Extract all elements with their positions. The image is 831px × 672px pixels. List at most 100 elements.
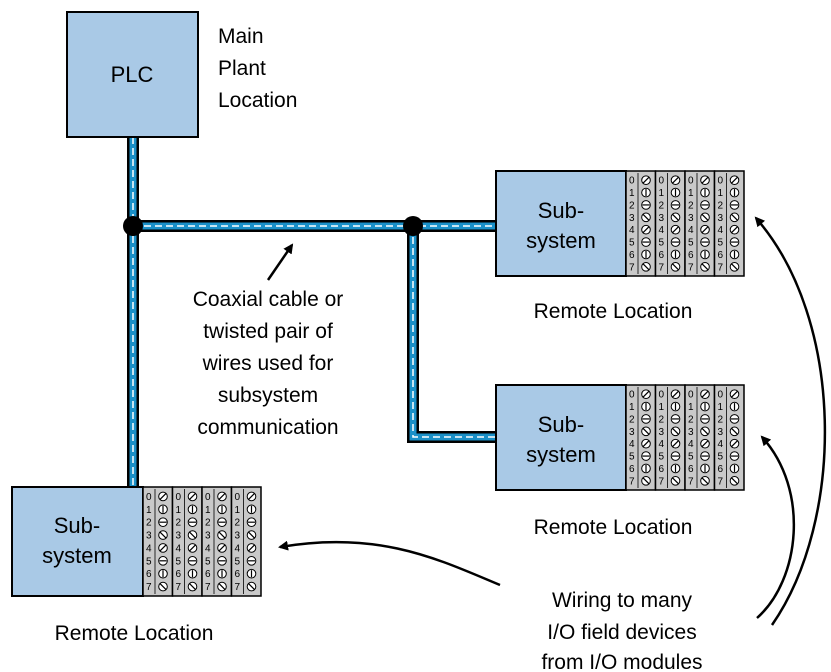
cable-note-line: Coaxial cable or xyxy=(193,288,344,311)
remote-location-caption: Remote Location xyxy=(534,516,693,539)
terminal-number: 5 xyxy=(146,556,152,567)
terminal-number: 2 xyxy=(688,414,694,425)
terminal-number: 7 xyxy=(176,582,182,593)
terminal-screw-slot xyxy=(642,440,650,448)
terminal-number: 1 xyxy=(688,402,694,413)
terminal-screw-slot xyxy=(701,263,709,271)
terminal-number: 4 xyxy=(659,225,665,236)
terminal-screw-slot xyxy=(248,544,255,552)
terminal-number: 4 xyxy=(718,439,724,450)
terminal-number: 0 xyxy=(235,492,241,503)
terminal-number: 1 xyxy=(659,188,665,199)
terminal-number: 5 xyxy=(718,238,724,249)
terminal-screw-slot xyxy=(248,493,255,500)
terminal-screw-slot xyxy=(701,440,709,448)
terminal-screw-slot xyxy=(701,226,709,234)
terminal-screw-slot xyxy=(701,176,709,184)
terminal-number: 5 xyxy=(176,556,182,567)
terminal-number: 7 xyxy=(718,476,724,487)
io-module-body xyxy=(684,384,716,491)
plc-location-line: Main xyxy=(218,25,264,48)
wiring-arrow-to-upper-right xyxy=(754,216,827,626)
terminal-number: 3 xyxy=(718,213,724,224)
terminal-screw-slot xyxy=(218,544,226,552)
terminal-number: 3 xyxy=(629,213,635,224)
wiring-note: Wiring to many I/O field devices from I/… xyxy=(278,216,827,672)
terminal-number: 1 xyxy=(718,402,724,413)
wiring-note-line: Wiring to many xyxy=(552,589,693,612)
terminal-number: 1 xyxy=(718,188,724,199)
terminal-number: 7 xyxy=(688,262,694,273)
terminal-number: 4 xyxy=(688,439,694,450)
terminal-number: 1 xyxy=(688,188,694,199)
plc-location-caption: Main Plant Location xyxy=(218,25,297,112)
cable-note-line: wires used for xyxy=(202,352,334,375)
terminal-number: 0 xyxy=(718,176,724,187)
cable-outline xyxy=(407,226,496,443)
terminal-number: 2 xyxy=(629,200,635,211)
terminal-screw-slot xyxy=(159,583,167,590)
terminal-number: 5 xyxy=(659,452,665,463)
io-module-body xyxy=(713,384,745,491)
terminal-number: 2 xyxy=(235,518,241,529)
terminal-number: 5 xyxy=(205,556,211,567)
terminal-screw-slot xyxy=(189,544,196,552)
subsystem-label: system xyxy=(526,228,596,253)
terminal-number: 3 xyxy=(688,213,694,224)
terminal-number: 5 xyxy=(688,452,694,463)
cable-note-line: twisted pair of xyxy=(203,320,333,343)
subsystem-label: Sub- xyxy=(54,513,100,538)
terminal-number: 5 xyxy=(718,452,724,463)
wiring-note-line: I/O field devices xyxy=(547,621,696,644)
cable-note-line: communication xyxy=(197,416,338,439)
junction-dot-left xyxy=(123,216,143,236)
cable-note: Coaxial cable or twisted pair of wires u… xyxy=(193,243,344,439)
terminal-screw-slot xyxy=(731,390,738,398)
io-module-body xyxy=(654,384,686,491)
remote-location-caption: Remote Location xyxy=(55,622,214,645)
io-module-body xyxy=(201,486,233,597)
terminal-screw-slot xyxy=(731,213,738,221)
terminal-number: 7 xyxy=(688,476,694,487)
terminal-number: 7 xyxy=(205,582,211,593)
terminal-number: 1 xyxy=(629,402,635,413)
terminal-number: 6 xyxy=(629,464,635,475)
terminal-screw-slot xyxy=(218,531,226,539)
wiring-arrow-to-lower-left xyxy=(278,540,501,587)
subsystem-box xyxy=(11,486,144,597)
terminal-number: 3 xyxy=(659,213,665,224)
terminal-number: 1 xyxy=(659,402,665,413)
cable-note-arrow xyxy=(266,243,294,281)
terminal-screw-slot xyxy=(248,531,255,539)
terminal-screw-slot xyxy=(159,544,167,552)
remote-location-caption: Remote Location xyxy=(534,300,693,323)
terminal-number: 4 xyxy=(718,225,724,236)
terminal-number: 2 xyxy=(659,414,665,425)
plc-location-line: Location xyxy=(218,89,297,112)
terminal-number: 6 xyxy=(659,464,665,475)
terminal-number: 0 xyxy=(205,492,211,503)
terminal-number: 7 xyxy=(235,582,241,593)
terminal-screw-slot xyxy=(731,263,738,271)
terminal-screw-slot xyxy=(189,531,196,539)
terminal-number: 0 xyxy=(659,176,665,187)
terminal-number: 3 xyxy=(688,427,694,438)
terminal-number: 3 xyxy=(629,427,635,438)
terminal-number: 6 xyxy=(235,569,241,580)
terminal-number: 6 xyxy=(718,464,724,475)
terminal-number: 3 xyxy=(205,531,211,542)
terminal-number: 0 xyxy=(718,390,724,401)
terminal-number: 4 xyxy=(146,543,152,554)
terminal-number: 7 xyxy=(629,476,635,487)
terminal-number: 4 xyxy=(659,439,665,450)
terminal-number: 1 xyxy=(235,505,241,516)
terminal-number: 3 xyxy=(146,531,152,542)
terminal-number: 2 xyxy=(176,518,182,529)
